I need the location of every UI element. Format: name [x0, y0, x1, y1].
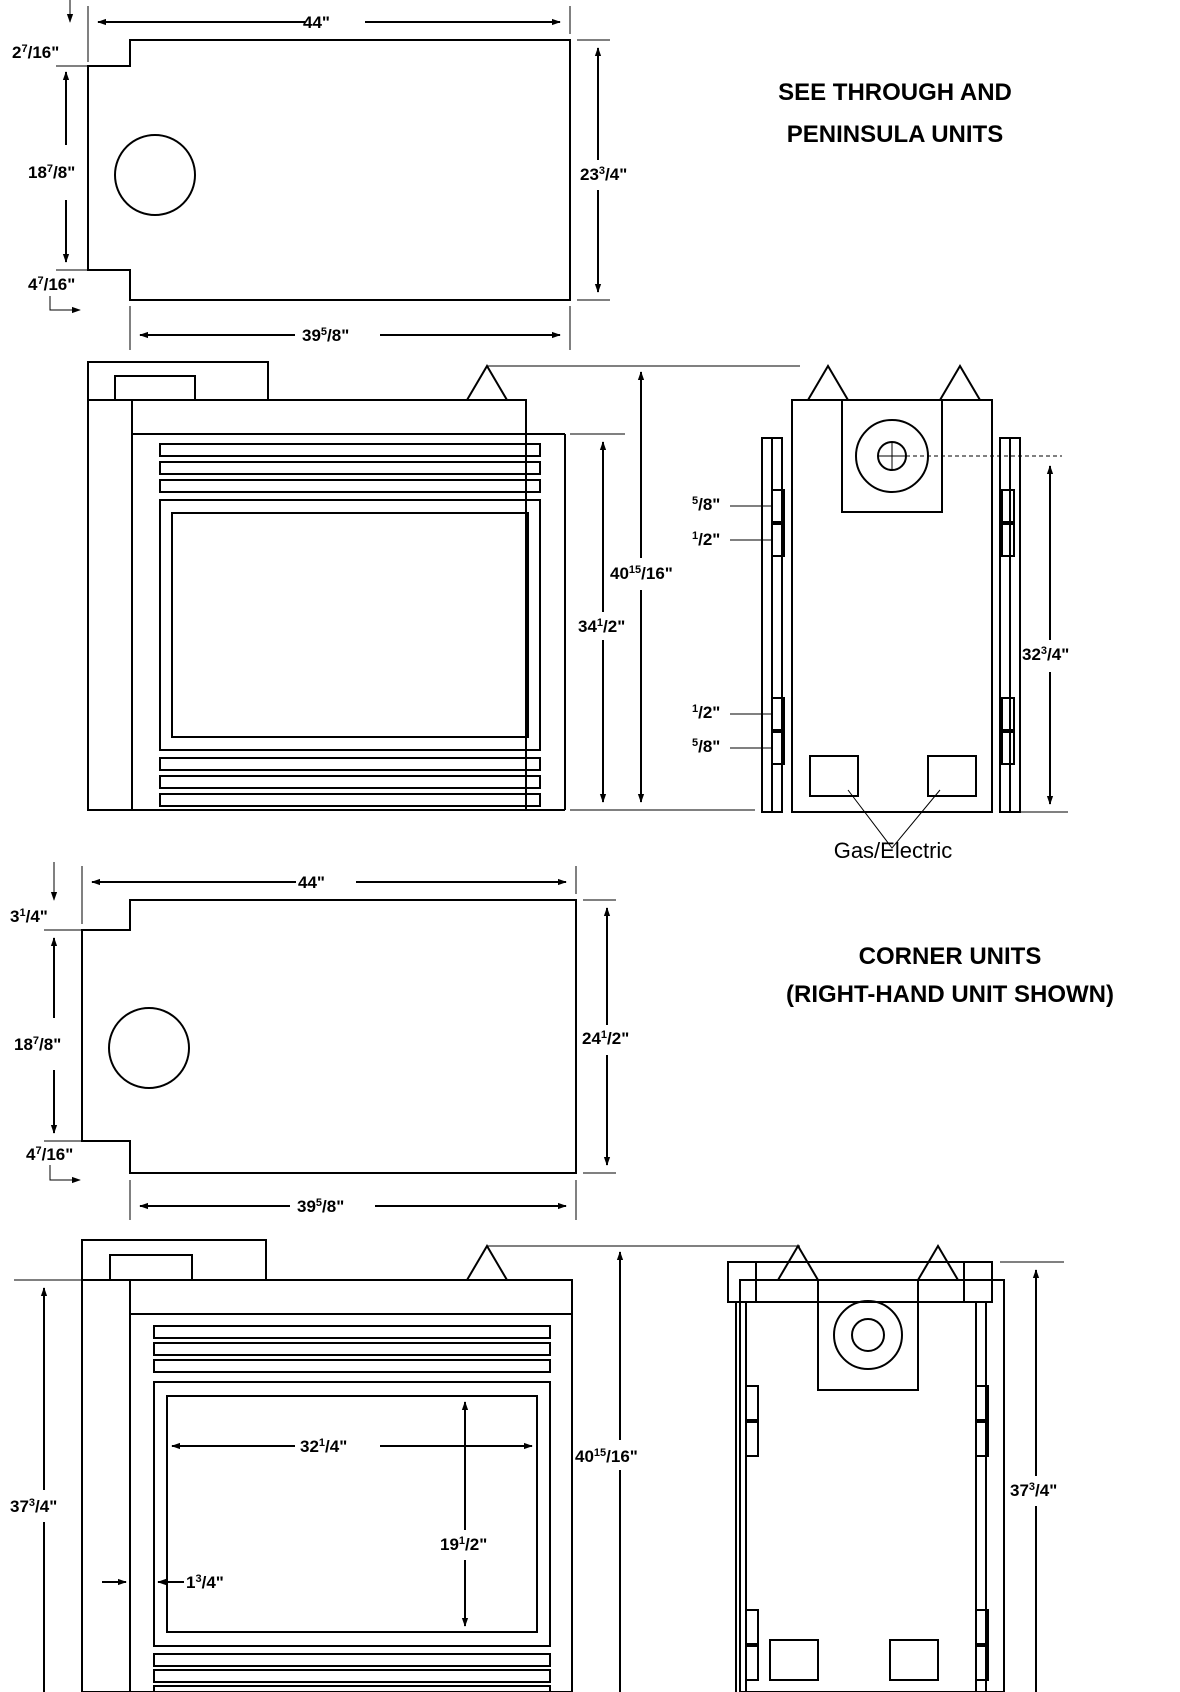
- corner-left-height-label: 373/4": [10, 1497, 57, 1516]
- glass-door-inner: [171, 512, 529, 738]
- svg-text:44": 44": [303, 13, 330, 32]
- see-through-title-line1: SEE THROUGH AND: [778, 79, 1012, 106]
- corner-front-view: 321/4" 191/2" 13/4" 373/4" 4015/16": [10, 1239, 800, 1692]
- corner-title-line1: CORNER UNITS: [859, 943, 1042, 970]
- see-through-side-view: 5/8" 1/2" 1/2" 5/8" 323/4": [692, 364, 1069, 849]
- see-through-front-view: 341/2" 4015/16": [87, 361, 800, 811]
- see-through-width-label: 44": [303, 13, 330, 32]
- see-through-flue-height-label: 187/8": [28, 163, 75, 182]
- corner-flue-circle: [108, 1007, 190, 1089]
- corner-side-height-label: 373/4": [1010, 1481, 1057, 1500]
- louvers-top: [159, 443, 541, 493]
- see-through-rear-offset-label: 47/16": [28, 275, 75, 294]
- corner-glass-door-outer: [153, 1381, 551, 1647]
- corner-front-offset-label: 31/4": [10, 907, 48, 926]
- louvers-bottom: [159, 757, 541, 807]
- corner-firebox-outline: [81, 899, 577, 1174]
- flue-circle: [114, 134, 196, 216]
- corner-top-view: 44" 31/4" 187/8" 47/16" 241/2" 395/8": [10, 862, 629, 1220]
- corner-opening-height-label: 191/2": [440, 1535, 487, 1554]
- see-through-front-offset-label: 27/16": [12, 43, 59, 62]
- corner-overall-height-label: 4015/16": [575, 1447, 638, 1466]
- side-lower-1-label: 1/2": [692, 703, 720, 722]
- glass-door-outer: [159, 499, 541, 751]
- corner-flue-height-label: 187/8": [14, 1035, 61, 1054]
- corner-bottom-width-label: 395/8": [297, 1197, 344, 1216]
- corner-side-view: 373/4": [727, 1244, 1064, 1692]
- gas-electric-label: Gas/Electric: [834, 838, 953, 863]
- corner-glass-door-inner: [166, 1395, 538, 1633]
- corner-width-label: 44": [298, 873, 325, 892]
- side-upper-2-label: 1/2": [692, 530, 720, 549]
- see-through-title-line2: PENINSULA UNITS: [787, 121, 1003, 148]
- corner-opening-width-label: 321/4": [300, 1437, 347, 1456]
- side-upper-1-label: 5/8": [692, 495, 720, 514]
- corner-side-trim-label: 13/4": [186, 1573, 224, 1592]
- corner-title-line2: (RIGHT-HAND UNIT SHOWN): [786, 981, 1114, 1008]
- see-through-bottom-width-label: 395/8": [302, 326, 349, 345]
- see-through-front-height-label: 341/2": [578, 617, 625, 636]
- side-lower-2-label: 5/8": [692, 737, 720, 756]
- see-through-side-height-label: 323/4": [1022, 645, 1069, 664]
- corner-rear-offset-label: 47/16": [26, 1145, 73, 1164]
- see-through-depth-label: 233/4": [580, 165, 627, 184]
- firebox-outline: [87, 39, 571, 301]
- see-through-overall-height-label: 4015/16": [610, 564, 673, 583]
- see-through-top-view: 44" 27/16" 187/8" 47/16" 233/4" 395/8": [12, 0, 627, 350]
- corner-depth-label: 241/2": [582, 1029, 629, 1048]
- svg-text:44": 44": [298, 873, 325, 892]
